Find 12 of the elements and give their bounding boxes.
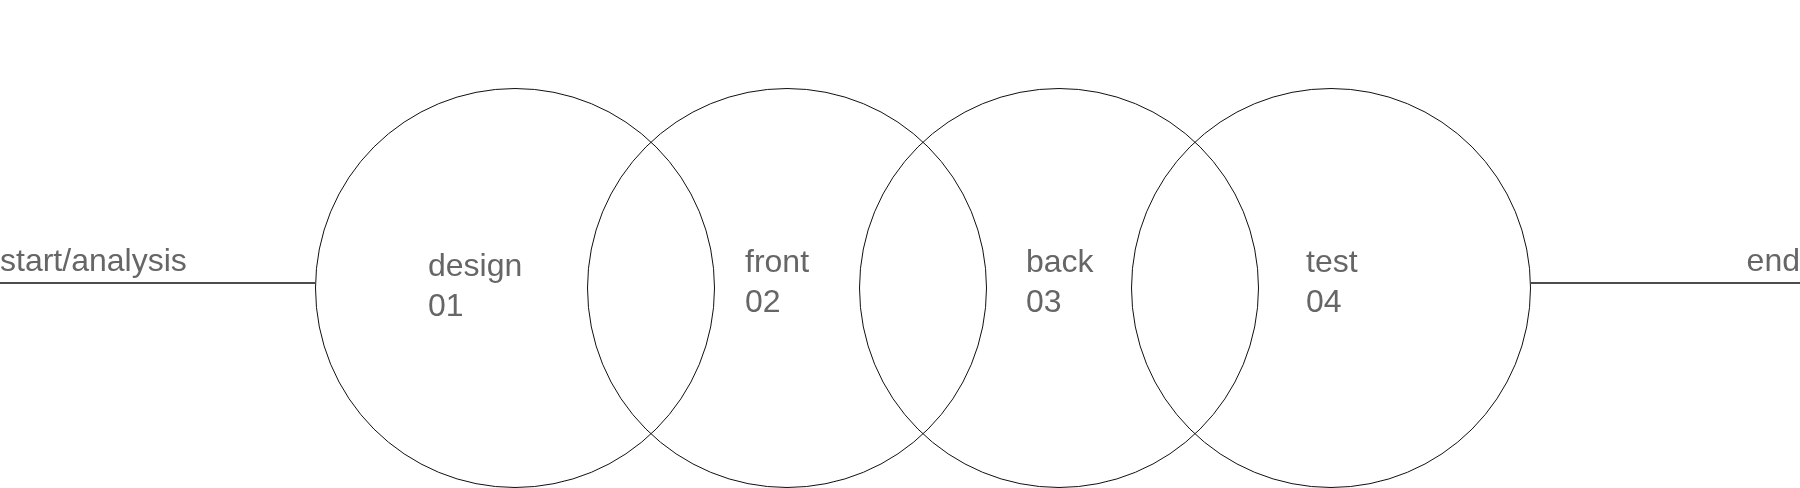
stage-name: test xyxy=(1306,242,1358,280)
endpoint-label: start/analysis xyxy=(0,241,187,279)
stage-name: back xyxy=(1026,242,1094,280)
stage-name: design xyxy=(428,246,523,284)
stage-number: 01 xyxy=(428,286,464,324)
connector-line xyxy=(0,282,316,284)
stage-number: 02 xyxy=(745,282,781,320)
stage-number: 03 xyxy=(1026,282,1062,320)
stage-number: 04 xyxy=(1306,282,1342,320)
stage-name: front xyxy=(745,242,810,280)
connector-line xyxy=(1530,282,1800,284)
endpoint-label: end xyxy=(1746,241,1800,279)
